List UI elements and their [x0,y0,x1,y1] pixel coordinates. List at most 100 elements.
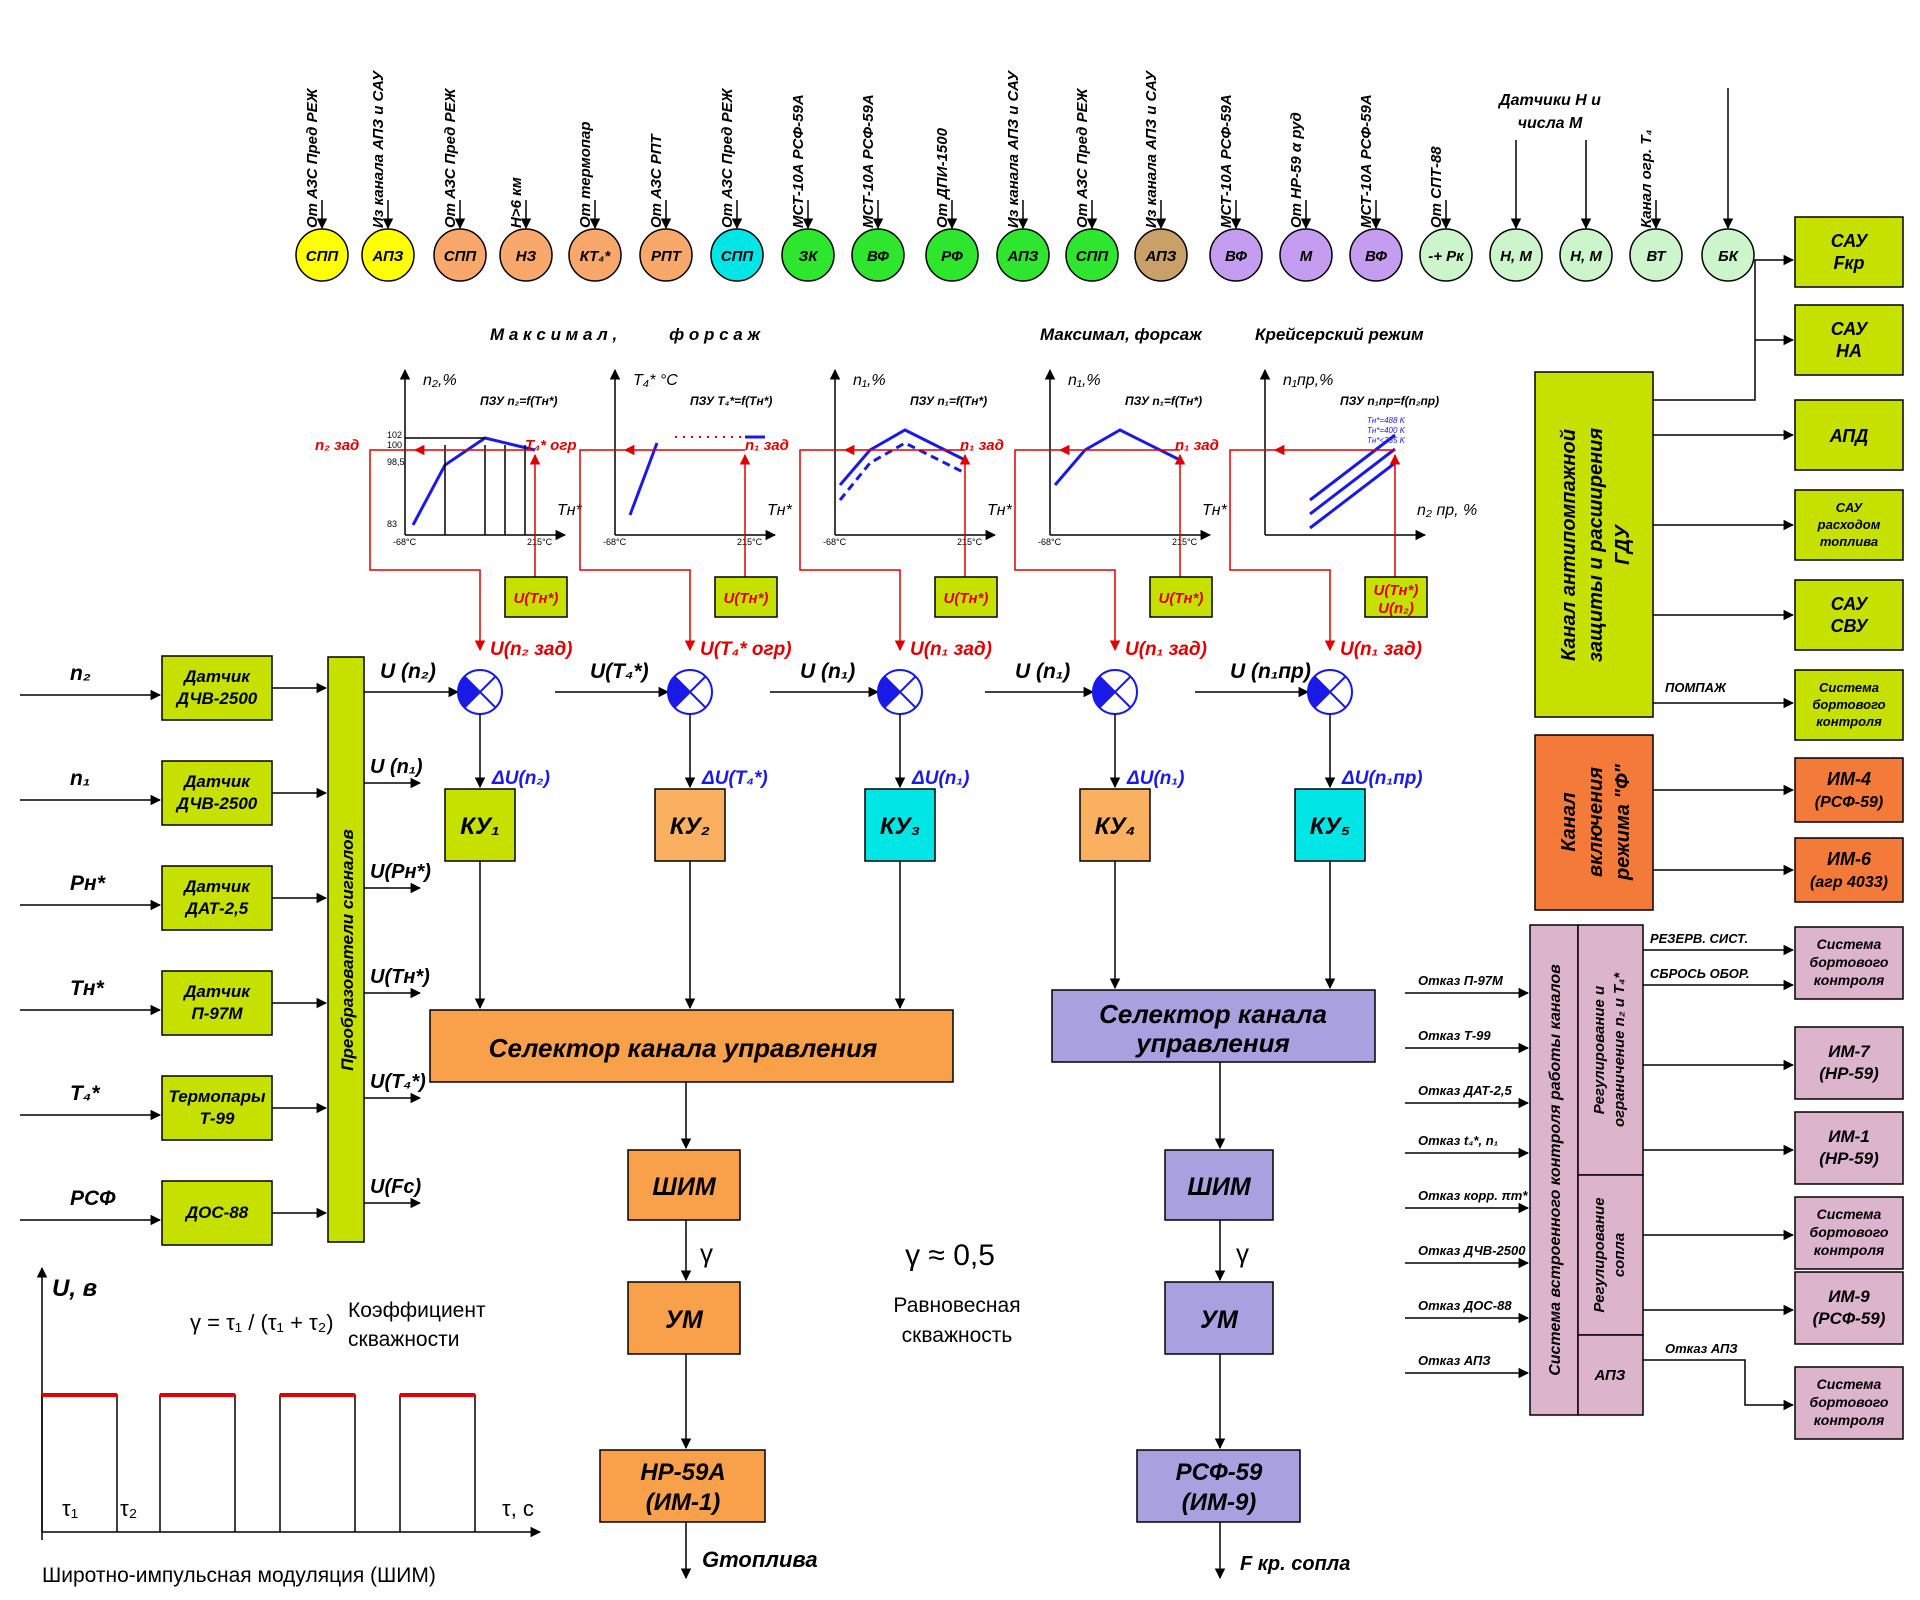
signal-converter-label: Преобразователи сигналов [338,829,357,1070]
input-sensor-box [161,655,273,721]
sensor-circle [851,228,905,282]
selector-right-box [1051,989,1376,1063]
sensor-circle [1279,228,1333,282]
bit-output-label: контроля [1814,1412,1885,1428]
sensor-circle [710,228,764,282]
selector-left-label: Селектор канала управления [489,1033,878,1063]
bit-sub-label: ограничение n₂ и T₄* [1611,972,1628,1127]
graph-tick: 98,5 [387,457,405,467]
graph-input-label: U(n₂) [1378,600,1414,617]
pwm-title: Широтно-импульсная модуляция (ШИМ) [42,1564,436,1587]
ku-label: КУ₄ [1095,813,1136,840]
bit-fault-label: Отказ t₄*, n₁ [1418,1133,1498,1148]
comparator-error-label: ΔU(n₁пр) [1341,768,1423,789]
bit-output-box [1794,1026,1904,1100]
forsazh-output-label: ИМ-4 [1827,769,1871,789]
forsazh-output-label: ИМ-6 [1827,849,1872,869]
comparator-input-label: U(T₄*) [590,660,649,683]
graph-tick: 100 [387,440,402,450]
bit-fault-label: Отказ Т-99 [1418,1028,1491,1043]
antisurge-output-label: контроля [1816,714,1882,729]
graph-setpoint: n₁ зад [745,437,789,454]
sensor-circle [568,228,622,282]
bit-output-label: контроля [1814,972,1885,988]
sensor-source-label: МСТ-10А РСФ-59А [1218,94,1235,228]
input-sensor-box [161,970,273,1036]
graph-tick: 215°C [957,537,983,547]
bit-sub-box [1577,1174,1644,1336]
input-param: РСФ [70,1187,116,1210]
input-sensor-label: П-97М [192,1004,244,1023]
bit-sub-box [1577,1334,1644,1416]
graph-input-label: U(Tн*) [944,590,989,607]
bit-channel-label: Система встроенного контроля работы кана… [1547,964,1564,1376]
bit-output-label: (НР-59) [1819,1149,1879,1168]
selector-right-label-1: Селектор канала [1099,999,1327,1029]
sensor-circle [1209,228,1263,282]
forsazh-output-label: (РСФ-59) [1815,794,1884,811]
graph-input-box [714,576,778,618]
antisurge-output-label: топлива [1820,534,1878,549]
actuator-right-label-1: РСФ-59 [1176,1459,1263,1486]
shim-left-box [627,1149,741,1221]
graph-pzu-label: ПЗУ T₄*=f(Tн*) [690,394,772,408]
input-sensor-box [161,865,273,931]
sensor-circle-label: Н, М [1570,248,1602,265]
sensor-circle [925,228,979,282]
graph-ylabel: n₁,% [853,372,886,389]
ku-box [654,788,726,862]
mode-max-forsazh: Максимал, форсаж [1040,325,1203,344]
selector-chains: Селектор канала управления ШИМ γ УМ НР-5… [429,989,1376,1580]
sensor-circle-label: КТ₄* [580,248,612,265]
graph-input-label: U(Tн*) [1374,582,1419,599]
antisurge-output-label: САУ [1836,500,1864,515]
hm-sensors-label-1: Датчики Н и [1497,92,1601,109]
input-sensor-label: ДАТ-2,5 [184,899,249,918]
equilibrium-formula: γ ≈ 0,5 [905,1239,995,1272]
graph-input-label: U(Tн*) [724,590,769,607]
graph-tick: 102 [387,430,402,440]
selector-left-box [429,1009,954,1083]
forsazh-channel-label: включения [1585,767,1607,877]
antisurge-channel-box [1534,371,1654,718]
sensor-circle [639,228,693,282]
bit-output-box [1794,926,1904,1000]
output-nozzle-area: F кр. сопла [1240,1553,1350,1575]
actuator-right-label-2: (ИМ-9) [1182,1489,1257,1516]
actuator-left-label-2: (ИМ-1) [646,1489,721,1516]
surge-label: ПОМПАЖ [1665,680,1727,695]
antisurge-output-box [1794,579,1904,651]
graph-pzu-label: ПЗУ n₁=f(Tн*) [1125,394,1202,408]
sensor-source-label: МСТ-10А РСФ-59А [1358,94,1375,228]
input-sensor-label: ДЧВ-2500 [175,794,258,813]
sensor-circle [781,228,835,282]
graph-tick: 215°C [1172,537,1198,547]
input-sensor-box [161,1180,273,1246]
graph-input-label: U(Tн*) [514,590,559,607]
hm-sensors-label-2: числа М [1518,115,1583,132]
bit-channel-box [1529,924,1579,1416]
antisurge-output-label: НА [1836,341,1862,361]
input-sensor-label: ДОС-88 [184,1203,249,1222]
graph-output-label: U(T₄* огр) [700,639,792,660]
graph-input-box [934,576,998,618]
comparator-input-label: U (n₁) [1015,660,1070,683]
sensor-source-label: От НР-59 α руд [1288,112,1305,228]
sensor-circle-label: НЗ [516,248,537,265]
bit-output-label: Система [1817,1206,1882,1222]
antisurge-output-label: Система [1819,680,1879,695]
comparator-error-label: ΔU(n₁) [911,768,969,789]
comparator-error-label: ΔU(T₄*) [701,768,768,789]
graph-xlabel: Tн* [987,502,1013,519]
input-sensor-box [161,760,273,826]
equilibrium-label-1: Равновесная [893,1294,1020,1317]
converter-output-label: U(Tн*) [370,966,430,988]
bit-signal-label: РЕЗЕРВ. СИСТ. [1650,931,1748,946]
bit-sub-label: Регулирование [1591,1197,1608,1312]
graph-input-label: U(Tн*) [1159,590,1204,607]
input-param: T₄* [70,1082,100,1105]
sensor-source-label: МСТ-10А РСФ-59А [860,94,877,228]
